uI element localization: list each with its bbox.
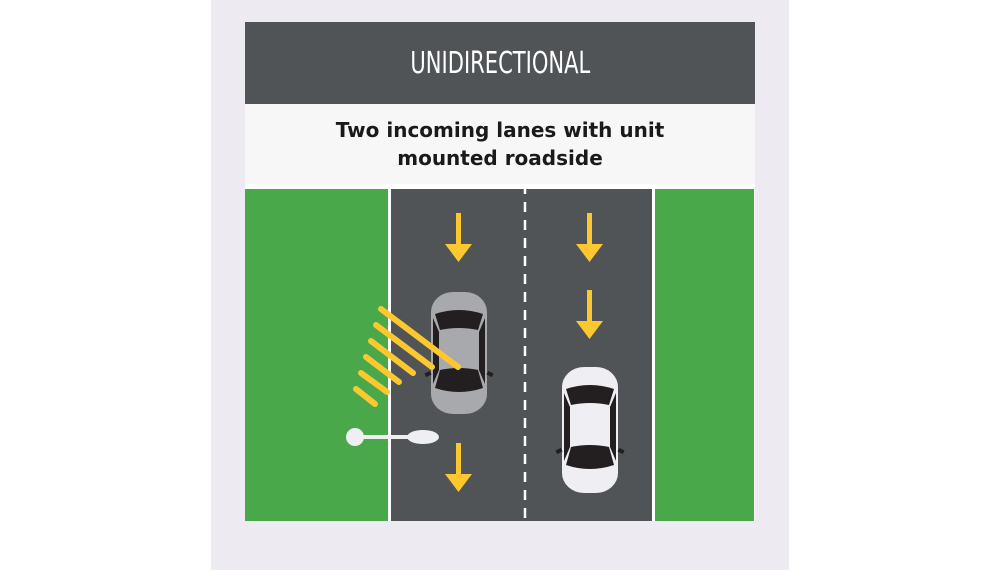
arrow-down-icon <box>576 213 603 262</box>
roadside-sensor-unit-icon <box>346 428 439 446</box>
arrow-down-icon <box>576 290 603 339</box>
arrow-down-icon <box>445 443 472 492</box>
arrow-down-icon <box>445 213 472 262</box>
road-scene <box>245 184 755 521</box>
diagram-title: UNIDIRECTIONAL <box>410 45 590 81</box>
diagram-subtitle: Two incoming lanes with unit mounted roa… <box>335 118 665 170</box>
sensor-beam-icon <box>353 306 461 407</box>
car-white-icon <box>555 367 625 493</box>
subtitle-band: Two incoming lanes with unit mounted roa… <box>245 104 755 184</box>
road-edge-line-right <box>652 184 655 521</box>
grass-right <box>655 189 754 521</box>
header-banner: UNIDIRECTIONAL <box>245 22 755 104</box>
